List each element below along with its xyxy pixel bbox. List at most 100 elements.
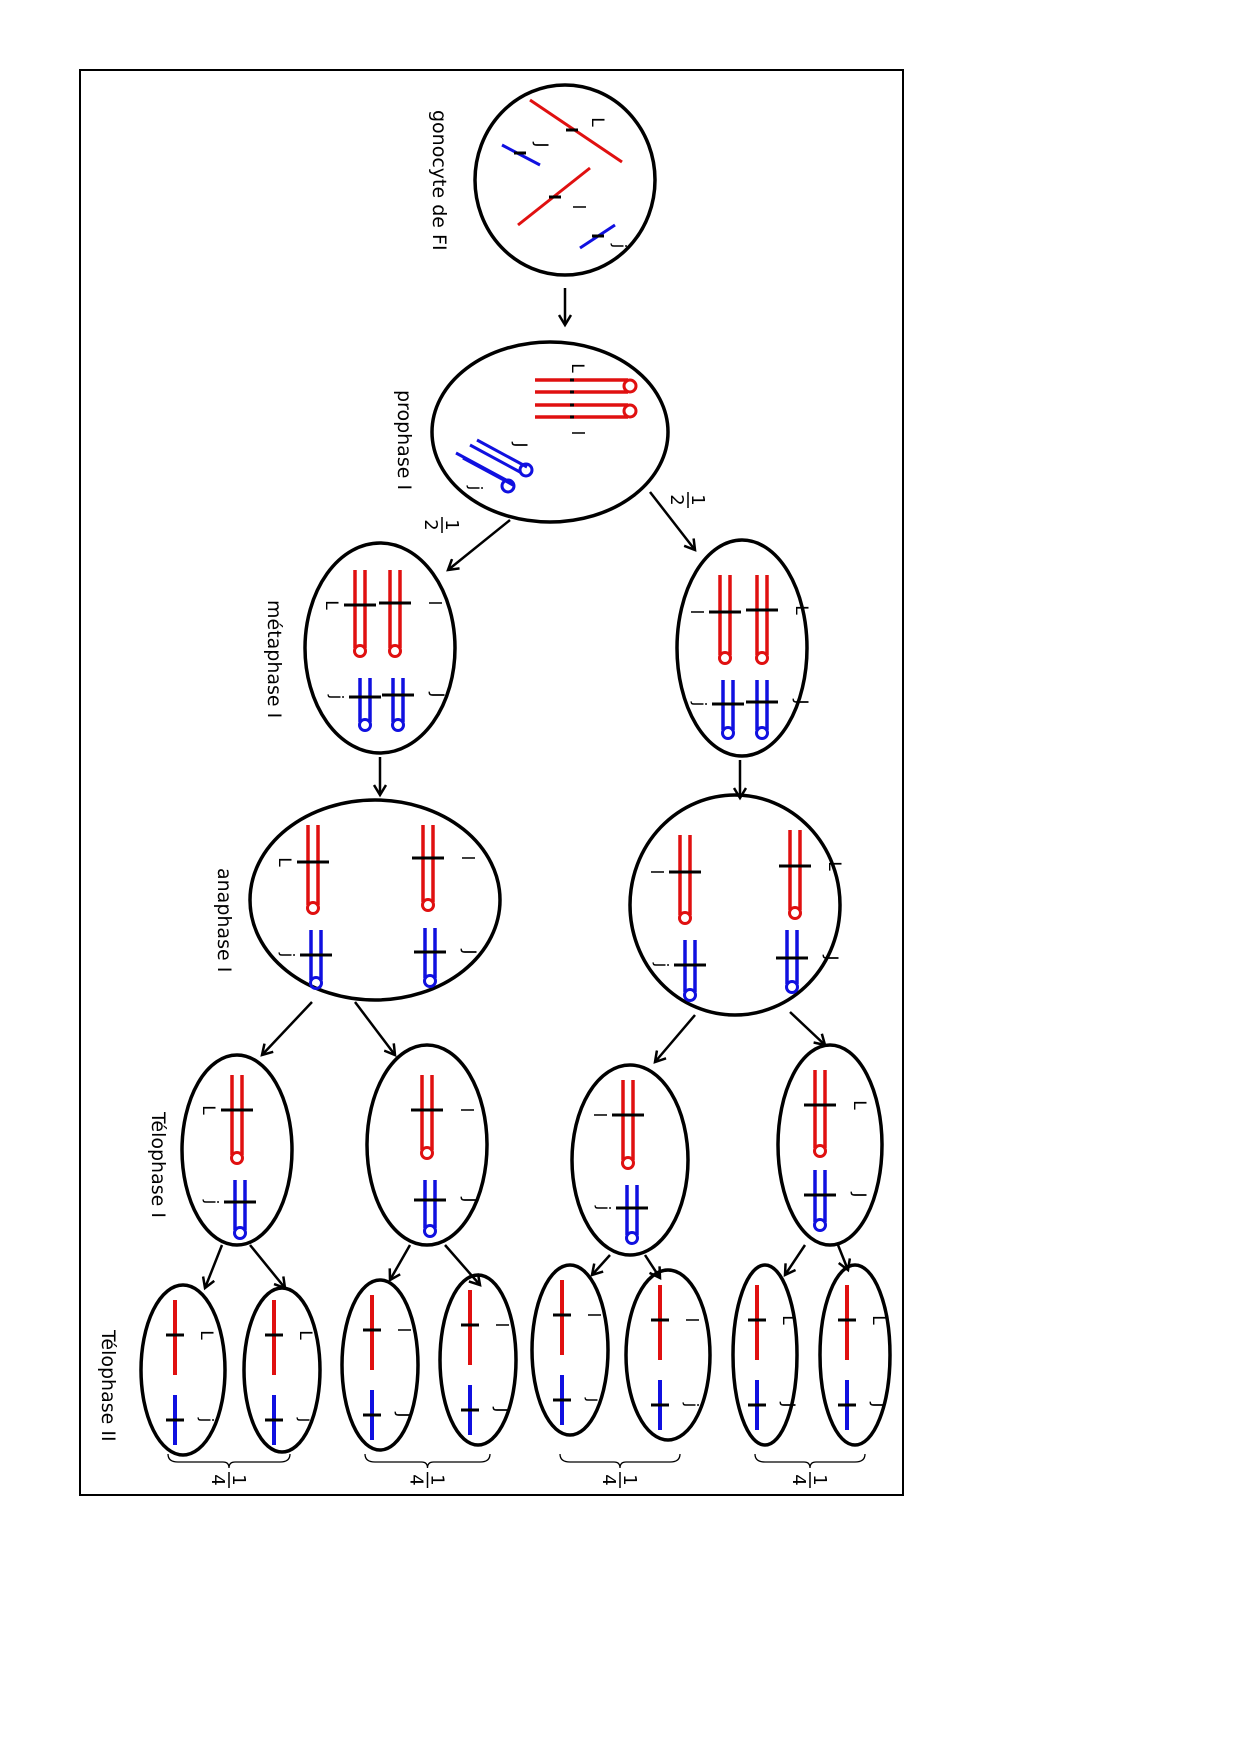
fraction: 14 — [207, 1472, 249, 1488]
fraction-denominator: 2 — [420, 519, 441, 530]
centromere-loop — [358, 718, 372, 732]
allele-label-J: J — [393, 1411, 413, 1417]
fraction: 14 — [406, 1472, 448, 1488]
allele-label-J: J — [821, 954, 841, 960]
label-gonocyte: gonocyte de FI — [428, 110, 450, 251]
arrow — [448, 519, 511, 570]
cell — [731, 1263, 799, 1447]
centromere-loop — [230, 1151, 244, 1165]
centromere-loop — [755, 726, 769, 740]
arrow — [444, 1244, 480, 1285]
cell — [628, 793, 842, 1017]
allele-label-L: L — [295, 1330, 315, 1340]
centromere-loop — [813, 1144, 827, 1158]
cell — [776, 1043, 884, 1247]
allele-label-L: L — [274, 857, 294, 867]
allele-label-L: L — [849, 1100, 869, 1110]
cell — [248, 798, 502, 1002]
fraction: 14 — [788, 1472, 830, 1488]
allele-label-j: j — [465, 485, 485, 491]
arrow — [390, 1244, 412, 1280]
centromere-loop — [622, 403, 638, 419]
centromere-loop — [421, 898, 435, 912]
fraction-numerator: 1 — [228, 1474, 249, 1485]
allele-label-L: L — [791, 605, 811, 615]
allele-label-j: j — [326, 694, 346, 700]
fraction-numerator: 1 — [809, 1474, 830, 1485]
centromere-loop — [420, 1146, 434, 1160]
label-prophase: prophase I — [393, 390, 415, 490]
allele-label-j: j — [277, 952, 297, 958]
fraction-numerator: 1 — [427, 1474, 448, 1485]
allele-label-j: j — [651, 962, 671, 968]
fraction-numerator: 1 — [441, 519, 462, 530]
allele-label-L: L — [567, 363, 587, 373]
centromere-loop — [423, 974, 437, 988]
centromere-loop — [785, 980, 799, 994]
allele-label-j: j — [295, 1417, 315, 1423]
label-telophase-1: Télophase I — [147, 1111, 169, 1218]
allele-label-j: j — [196, 1417, 216, 1423]
cell — [180, 1053, 294, 1247]
centromere-loop — [813, 1218, 827, 1232]
allele-label-l: l — [568, 205, 588, 210]
centromere-loop — [622, 378, 638, 394]
allele-label-L: L — [587, 117, 607, 127]
cell — [303, 541, 457, 755]
cell — [570, 1063, 690, 1257]
cell — [242, 1286, 322, 1454]
centromere-loop — [683, 988, 697, 1002]
arrow — [655, 1014, 696, 1062]
centromere-loop — [423, 1224, 437, 1238]
centromere-loop — [721, 726, 735, 740]
centromere-loop — [621, 1156, 635, 1170]
centromere-loop — [678, 911, 692, 925]
allele-label-l: l — [491, 1323, 511, 1328]
fraction-denominator: 4 — [598, 1474, 619, 1485]
allele-label-L: L — [321, 600, 341, 610]
fraction-denominator: 4 — [207, 1474, 228, 1485]
allele-label-J: J — [491, 1406, 511, 1412]
fraction-numerator: 1 — [687, 494, 708, 505]
fraction-denominator: 4 — [406, 1474, 427, 1485]
cell — [818, 1263, 892, 1447]
arrow — [354, 1001, 395, 1055]
allele-label-j: j — [609, 243, 629, 249]
label-metaphase: métaphase I — [263, 600, 285, 718]
cell — [430, 340, 670, 524]
allele-label-l: l — [456, 1108, 476, 1113]
allele-label-l: l — [583, 1313, 603, 1318]
chromosome — [501, 143, 541, 167]
chromatid — [476, 438, 528, 469]
cell — [624, 1268, 712, 1442]
allele-label-J: J — [868, 1401, 888, 1407]
label-anaphase: anaphase I — [213, 868, 235, 972]
centromere-loop — [388, 644, 402, 658]
allele-label-l: l — [589, 1113, 609, 1118]
fraction: 12 — [666, 492, 708, 508]
centromere-loop — [500, 478, 516, 494]
centromere-loop — [309, 976, 323, 990]
allele-label-j: j — [583, 1397, 603, 1403]
centromere-loop — [353, 644, 367, 658]
centromere-loop — [518, 462, 534, 478]
allele-label-L: L — [196, 1330, 216, 1340]
allele-label-l: l — [457, 856, 477, 861]
cell — [473, 83, 657, 277]
allele-label-l: l — [567, 431, 587, 436]
centromere-loop — [718, 651, 732, 665]
allele-label-l: l — [646, 870, 666, 875]
allele-label-L: L — [778, 1315, 798, 1325]
arrow — [262, 1001, 313, 1055]
cell — [340, 1278, 420, 1452]
cell — [675, 538, 809, 758]
allele-label-J: J — [849, 1191, 869, 1197]
cell — [365, 1043, 489, 1247]
brace — [754, 1453, 866, 1469]
centromere-loop — [391, 718, 405, 732]
allele-label-j: j — [201, 1199, 221, 1205]
allele-label-l: l — [393, 1328, 413, 1333]
allele-label-l: l — [681, 1318, 701, 1323]
